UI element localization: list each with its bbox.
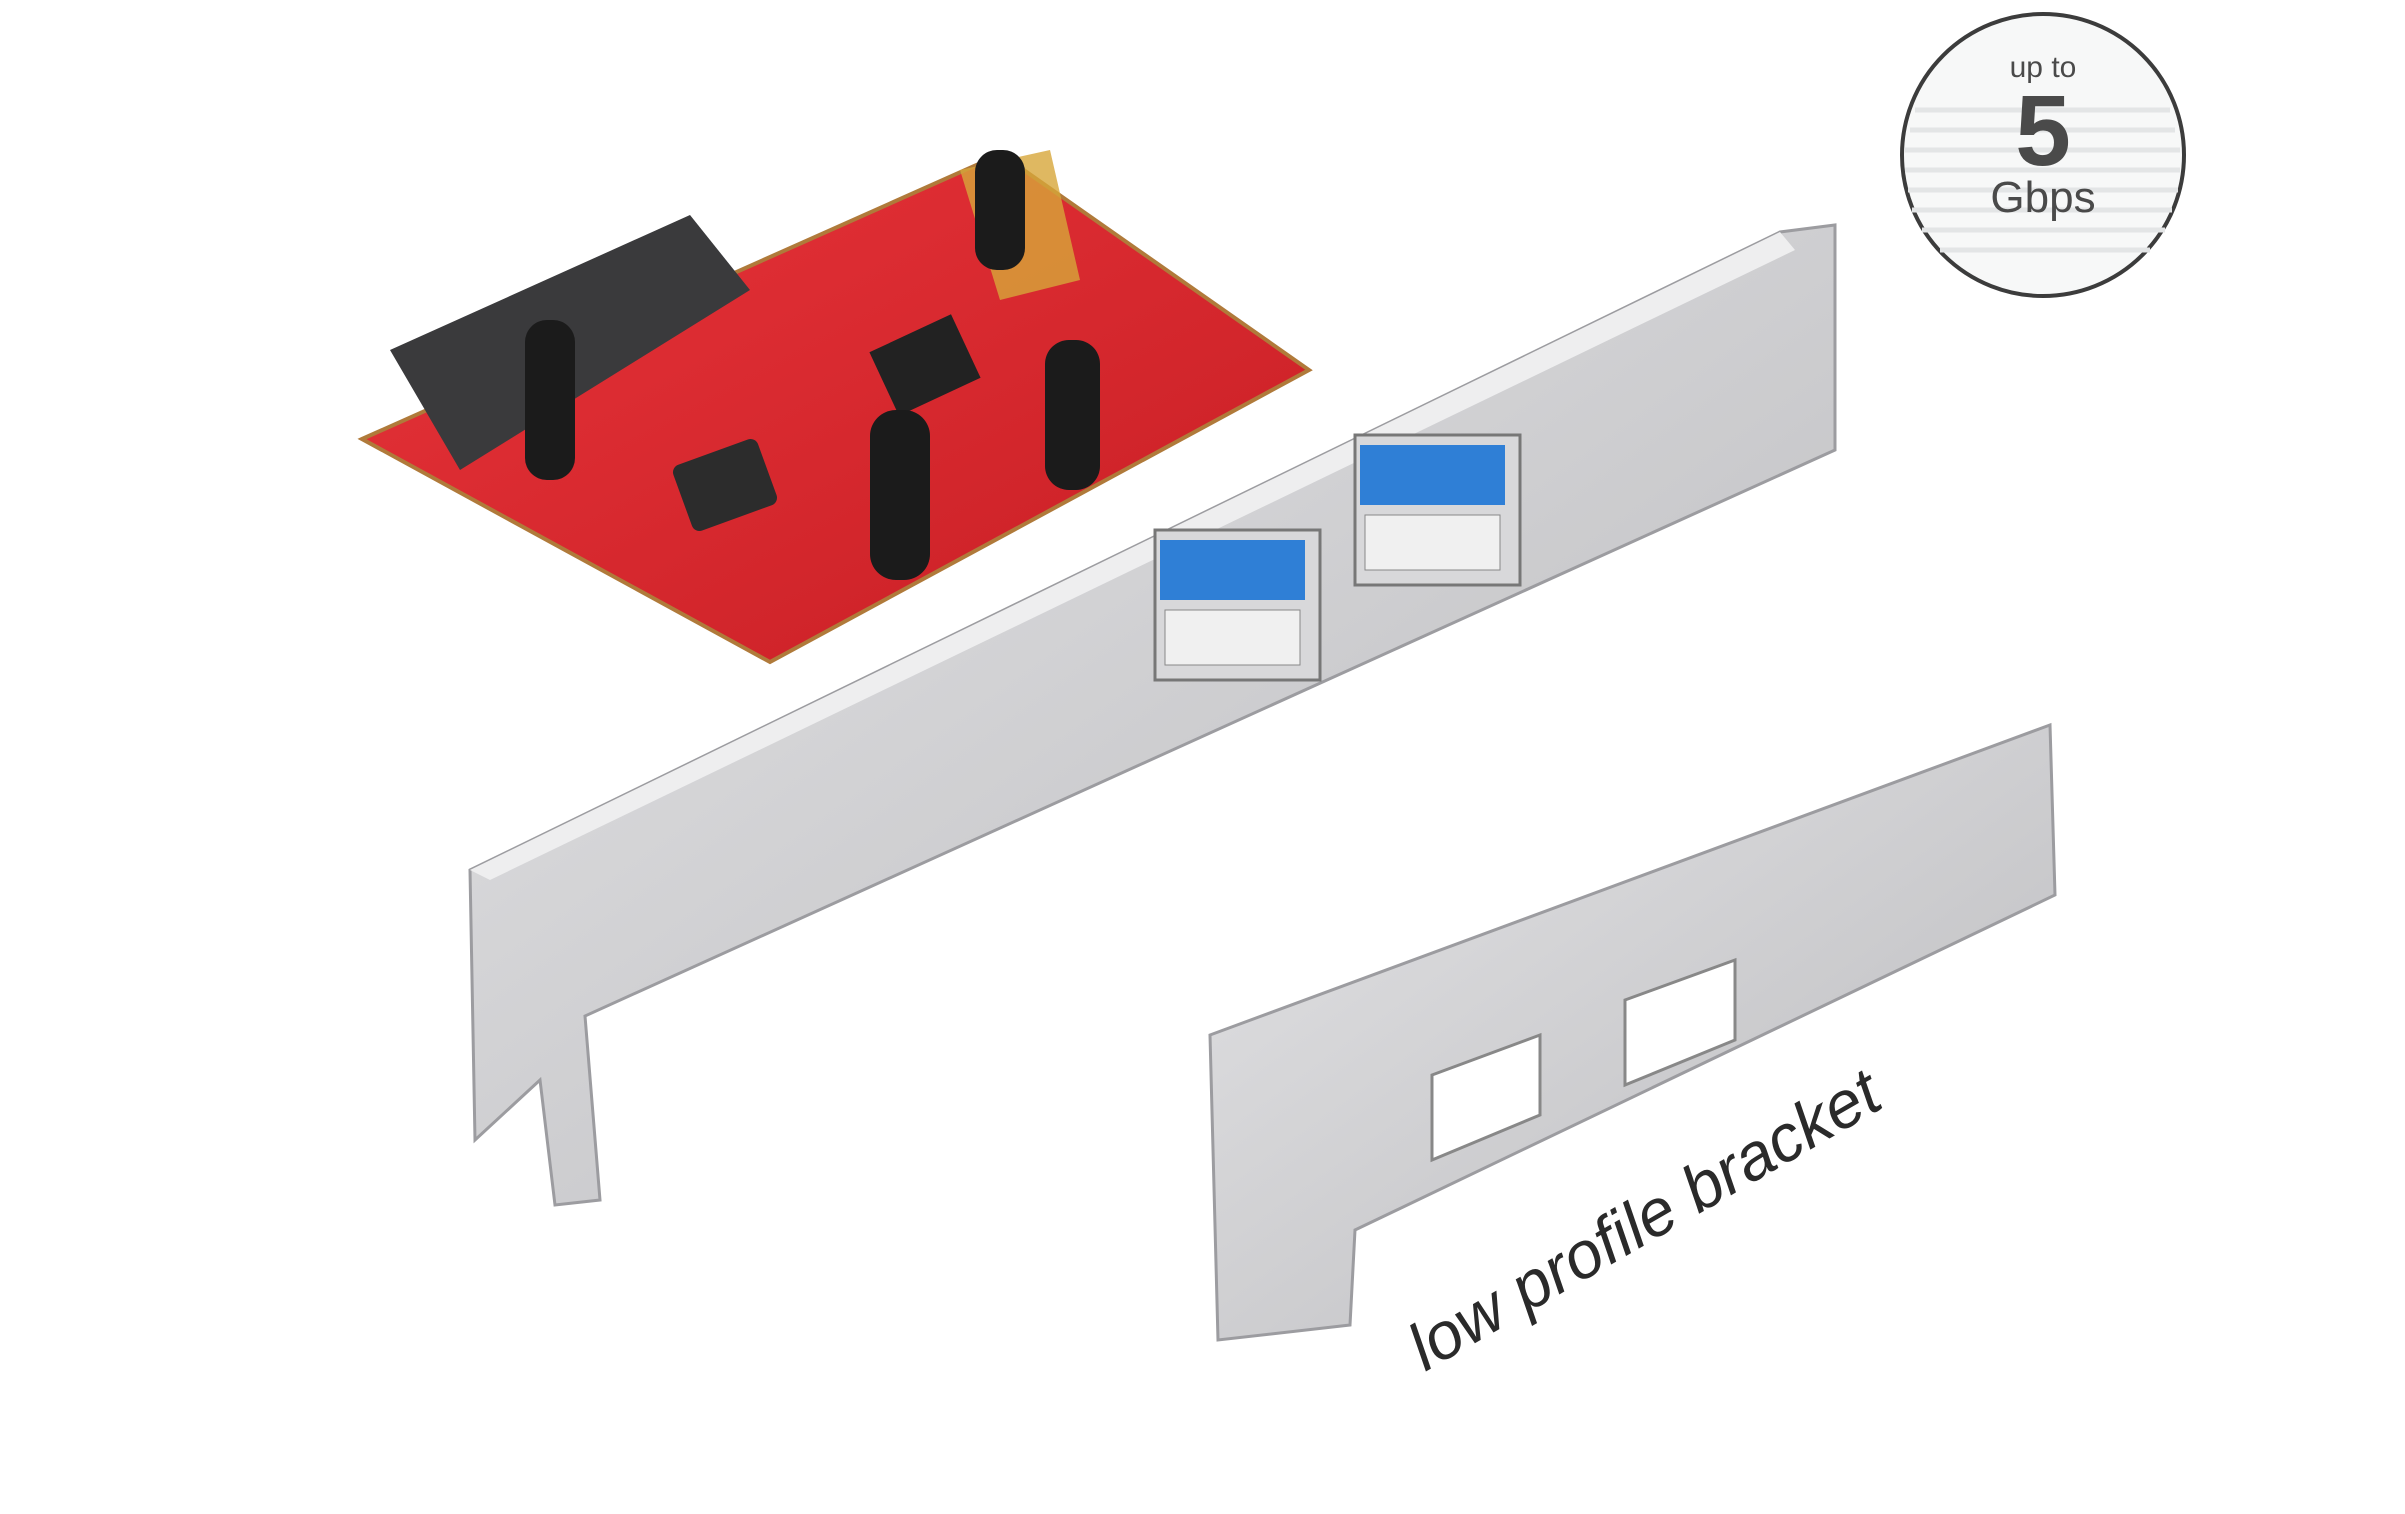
inductor	[672, 438, 778, 532]
badge-value: 5	[2015, 75, 2071, 187]
badge-unit: Gbps	[1990, 173, 2095, 222]
bracket-window	[1430, 1032, 1542, 1163]
capacitor	[525, 320, 575, 480]
controller-chip	[869, 314, 981, 416]
low-profile-bracket	[1208, 722, 2057, 1342]
capacitor	[870, 410, 930, 580]
badge-prefix: up to	[2010, 51, 2077, 84]
bracket-window	[1623, 957, 1737, 1088]
speed-badge: up to 5 Gbps	[1900, 12, 2186, 298]
usb-tongue	[1160, 540, 1305, 600]
capacitor	[1045, 340, 1100, 490]
usb-tongue	[1360, 445, 1505, 505]
pcie-card	[357, 150, 1313, 665]
capacitor	[975, 150, 1025, 270]
usb-port	[1153, 528, 1322, 682]
usb-port	[1353, 433, 1522, 587]
full-height-bracket	[468, 223, 1837, 1207]
